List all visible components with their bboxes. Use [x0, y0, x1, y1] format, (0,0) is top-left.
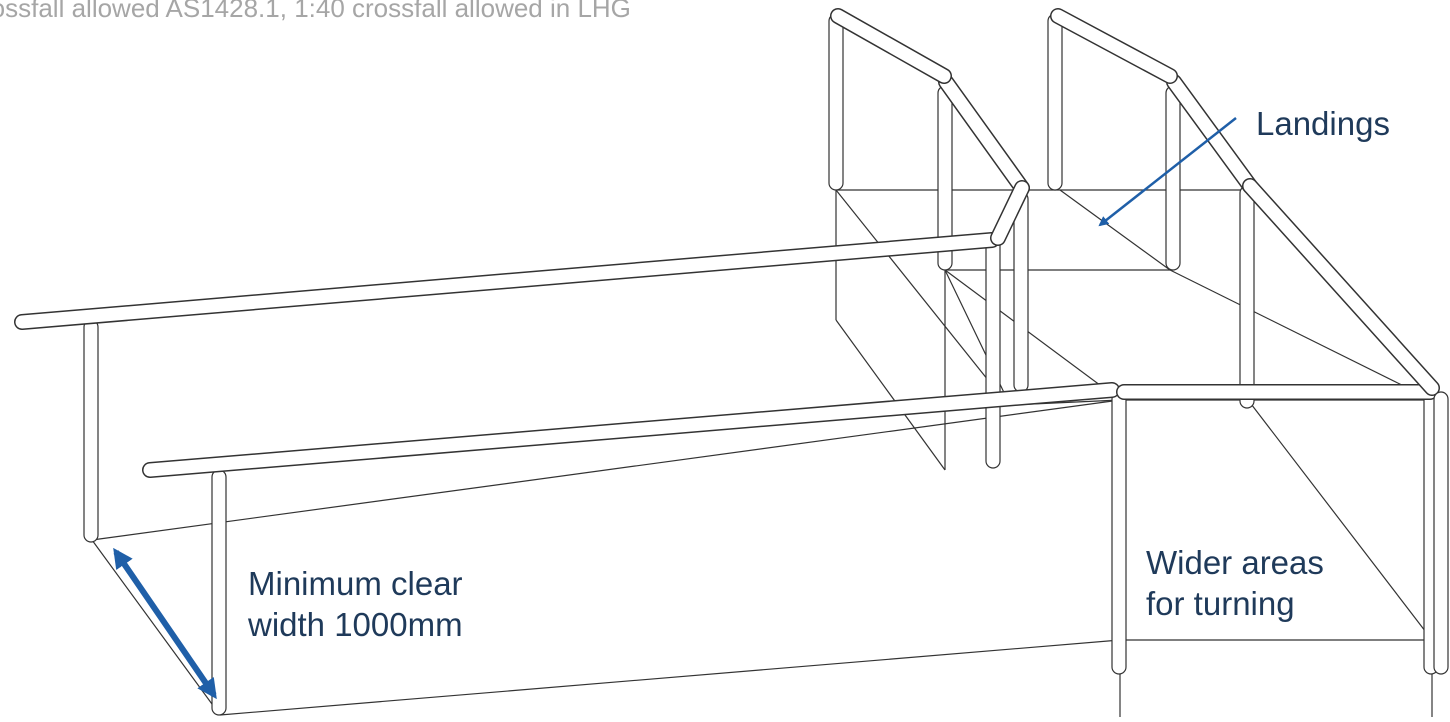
handrail-post — [1433, 391, 1449, 675]
upper-ramp-rail-left — [938, 74, 1030, 246]
ramp-front-edge — [219, 639, 1121, 716]
top-rail-right — [1050, 8, 1178, 84]
handrail-post — [83, 319, 99, 543]
handrail-post — [211, 469, 227, 716]
ramp-rear-edge — [91, 399, 1121, 541]
wider-areas-label-line1: Wider areas — [1146, 544, 1324, 581]
upper-ramp-left-bottom — [835, 319, 946, 471]
handrail-post — [1239, 185, 1255, 409]
handrails — [14, 8, 1449, 716]
caption-line: rossfall allowed AS1428.1, 1:40 crossfal… — [0, 0, 631, 22]
top-rail-left — [830, 8, 952, 84]
upper-ramp-rail-right — [1166, 74, 1440, 396]
lower-landing-diagonal — [1247, 399, 1433, 641]
handrail-post — [1013, 191, 1029, 393]
ramp-surfaces — [91, 189, 1433, 717]
caption-text: rossfall allowed AS1428.1, 1:40 crossfal… — [0, 0, 780, 22]
handrail-post — [1165, 85, 1181, 271]
min-width-label-line1: Minimum clear — [248, 565, 463, 602]
handrail-post — [1111, 391, 1127, 675]
wider-areas-label-line2: for turning — [1146, 585, 1295, 622]
upper-ramp-left-top — [835, 189, 1001, 396]
handrail-post — [828, 13, 844, 191]
handrail-post — [985, 237, 1001, 469]
long-rear-rail — [14, 232, 1000, 330]
upper-ramp-inner-bottom — [944, 269, 1121, 401]
upper-ramp-far-edge — [1169, 269, 1433, 401]
landings-label: Landings — [1256, 103, 1390, 144]
handrail-post — [1047, 13, 1063, 191]
landings-label-text: Landings — [1256, 105, 1390, 142]
long-front-rail — [142, 382, 1120, 478]
min-width-label-line2: width 1000mm — [248, 606, 463, 643]
clear-width-arrow — [113, 547, 217, 700]
landings-arrow — [1098, 117, 1237, 227]
top-landing-diagonal — [1059, 189, 1171, 271]
ramp-start-edge — [91, 539, 221, 716]
wider-areas-label: Wider areas for turning — [1146, 542, 1324, 624]
min-width-label: Minimum clear width 1000mm — [248, 563, 463, 645]
